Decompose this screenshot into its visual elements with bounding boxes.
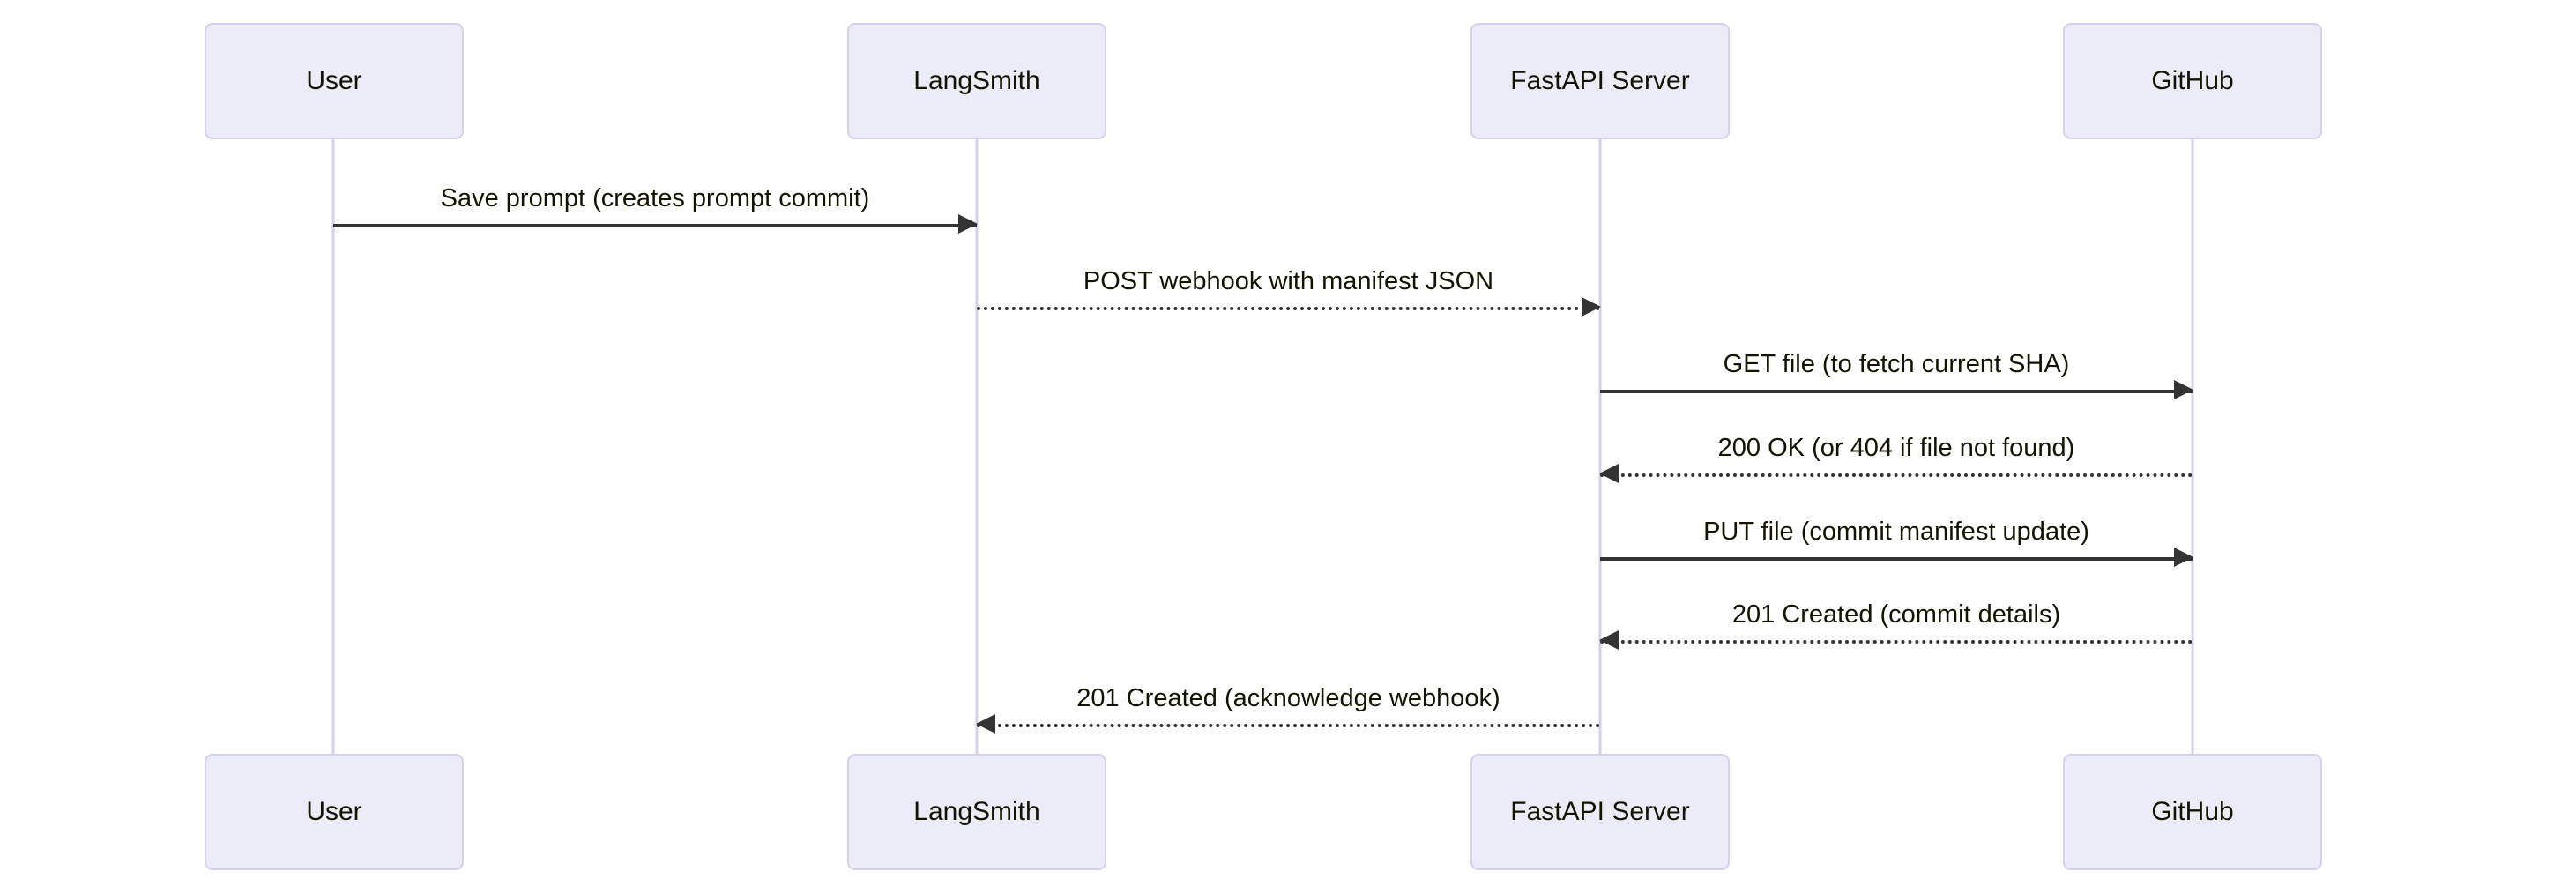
participant-box-github-top[interactable]: GitHub xyxy=(2063,23,2322,139)
arrowhead-left-icon xyxy=(1599,630,1619,650)
participant-box-user-top[interactable]: User xyxy=(205,23,464,139)
participant-box-fastapi-top[interactable]: FastAPI Server xyxy=(1470,23,1730,139)
message-label: 200 OK (or 404 if file not found) xyxy=(1717,434,2075,462)
participant-box-langsmith-top[interactable]: LangSmith xyxy=(847,23,1106,139)
message-line-dotted xyxy=(977,307,1600,310)
arrowhead-right-icon xyxy=(2174,548,2193,567)
message-line-dotted xyxy=(1600,473,2193,477)
message-label: Save prompt (creates prompt commit) xyxy=(440,184,870,212)
participant-label-github: GitHub xyxy=(2151,66,2234,95)
participant-box-fastapi-bottom[interactable]: FastAPI Server xyxy=(1470,754,1730,870)
message-line-dotted xyxy=(977,724,1600,727)
message-line-solid xyxy=(333,224,977,227)
message-line-solid xyxy=(1600,390,2193,393)
message-label: PUT file (commit manifest update) xyxy=(1703,518,2089,546)
participant-box-github-bottom[interactable]: GitHub xyxy=(2063,754,2322,870)
message-line-dotted xyxy=(1600,640,2193,644)
lifeline-langsmith xyxy=(975,138,979,756)
participant-box-langsmith-bottom[interactable]: LangSmith xyxy=(847,754,1106,870)
message-label: 201 Created (commit details) xyxy=(1731,600,2061,629)
message-label: POST webhook with manifest JSON xyxy=(1083,267,1494,295)
participant-label-user-bottom: User xyxy=(306,797,362,826)
arrowhead-right-icon xyxy=(2174,380,2193,399)
message-label: 201 Created (acknowledge webhook) xyxy=(1076,684,1500,712)
arrowhead-left-icon xyxy=(1599,464,1619,483)
message-label: GET file (to fetch current SHA) xyxy=(1723,350,2070,378)
participant-label-fastapi: FastAPI Server xyxy=(1510,66,1690,95)
message-line-solid xyxy=(1600,557,2193,561)
participant-label-langsmith: LangSmith xyxy=(913,66,1040,95)
lifeline-user xyxy=(331,138,335,756)
participant-label-user: User xyxy=(306,66,362,95)
participant-label-langsmith-bottom: LangSmith xyxy=(913,797,1040,826)
arrowhead-left-icon xyxy=(976,714,995,734)
lifeline-github xyxy=(2191,138,2194,756)
arrowhead-right-icon xyxy=(1582,297,1601,317)
participant-label-github-bottom: GitHub xyxy=(2151,797,2234,826)
participant-label-fastapi-bottom: FastAPI Server xyxy=(1510,797,1690,826)
participant-box-user-bottom[interactable]: User xyxy=(205,754,464,870)
arrowhead-right-icon xyxy=(958,214,978,234)
lifeline-fastapi xyxy=(1598,138,1602,756)
